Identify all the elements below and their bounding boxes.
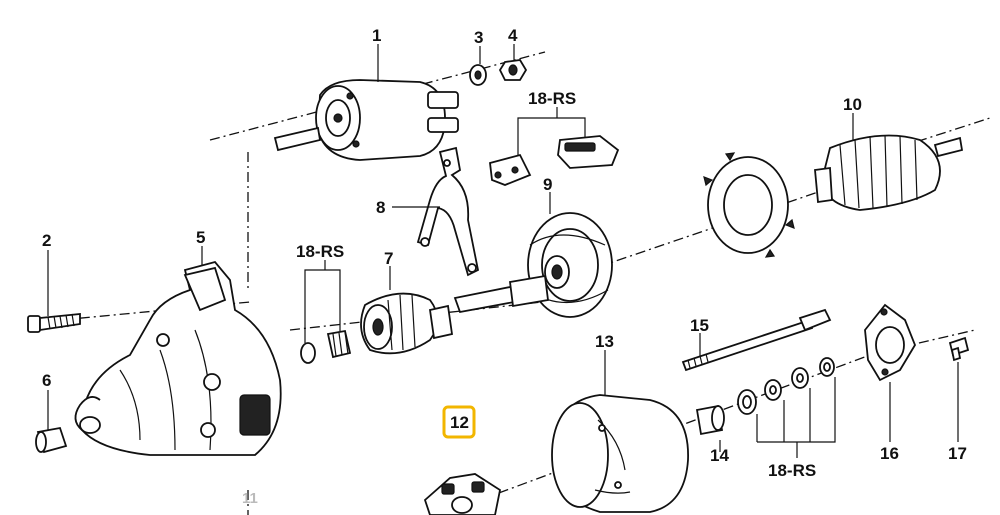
part-18rs-left-ring[interactable]	[326, 329, 352, 359]
label-3[interactable]: 3	[474, 28, 483, 47]
part-6-bushing[interactable]	[35, 426, 68, 454]
part-3-washer[interactable]	[469, 64, 487, 86]
part-18rs-top-plate[interactable]	[557, 135, 620, 169]
label-18rs-left[interactable]: 18-RS	[296, 242, 344, 261]
label-16[interactable]: 16	[880, 444, 899, 463]
label-7[interactable]: 7	[384, 249, 393, 268]
brush-ring[interactable]	[703, 152, 795, 258]
part-15-through-bolt[interactable]	[681, 308, 832, 372]
part-14-bushing[interactable]	[695, 404, 725, 436]
label-17[interactable]: 17	[948, 444, 967, 463]
label-1[interactable]: 1	[372, 26, 381, 45]
label-18rs-bottom[interactable]: 18-RS	[768, 461, 816, 480]
part-7-pinion-drive[interactable]	[360, 292, 454, 355]
part-9-intermediate-bearing[interactable]	[453, 212, 613, 318]
part-2-bolt[interactable]	[27, 313, 81, 333]
selected-part-highlight	[442, 405, 476, 439]
label-14[interactable]: 14	[710, 446, 729, 465]
part-5-drive-housing[interactable]	[74, 260, 282, 456]
label-9[interactable]: 9	[543, 175, 552, 194]
part-labels: 1 3 4 18-RS 10 8 9 2 5 18-RS 7 15 13 6 1…	[42, 26, 967, 507]
label-11[interactable]: 11	[242, 490, 258, 507]
part-18rs-bottom-washers[interactable]	[737, 357, 835, 415]
part-18rs-top-clip[interactable]	[489, 153, 532, 186]
part-1-solenoid[interactable]	[273, 79, 459, 161]
part-4-nut[interactable]	[498, 59, 528, 81]
part-18rs-left-clip[interactable]	[300, 342, 316, 364]
part-13-yoke[interactable]	[551, 394, 689, 513]
label-18rs-top[interactable]: 18-RS	[528, 89, 576, 108]
label-10[interactable]: 10	[843, 95, 862, 114]
label-2[interactable]: 2	[42, 231, 51, 250]
label-8[interactable]: 8	[376, 198, 385, 217]
label-5[interactable]: 5	[196, 228, 205, 247]
part-12-brush-plate[interactable]	[423, 473, 502, 515]
part-8-shift-fork[interactable]	[416, 146, 480, 277]
part-17-screw[interactable]	[948, 336, 970, 362]
label-15[interactable]: 15	[690, 316, 709, 335]
label-12[interactable]: 12	[450, 413, 469, 432]
label-13[interactable]: 13	[595, 332, 614, 351]
label-4[interactable]: 4	[508, 26, 518, 45]
part-10-armature[interactable]	[814, 134, 964, 211]
label-6[interactable]: 6	[42, 371, 51, 390]
part-16-end-bracket[interactable]	[864, 303, 917, 382]
leader-lines	[47, 44, 959, 458]
